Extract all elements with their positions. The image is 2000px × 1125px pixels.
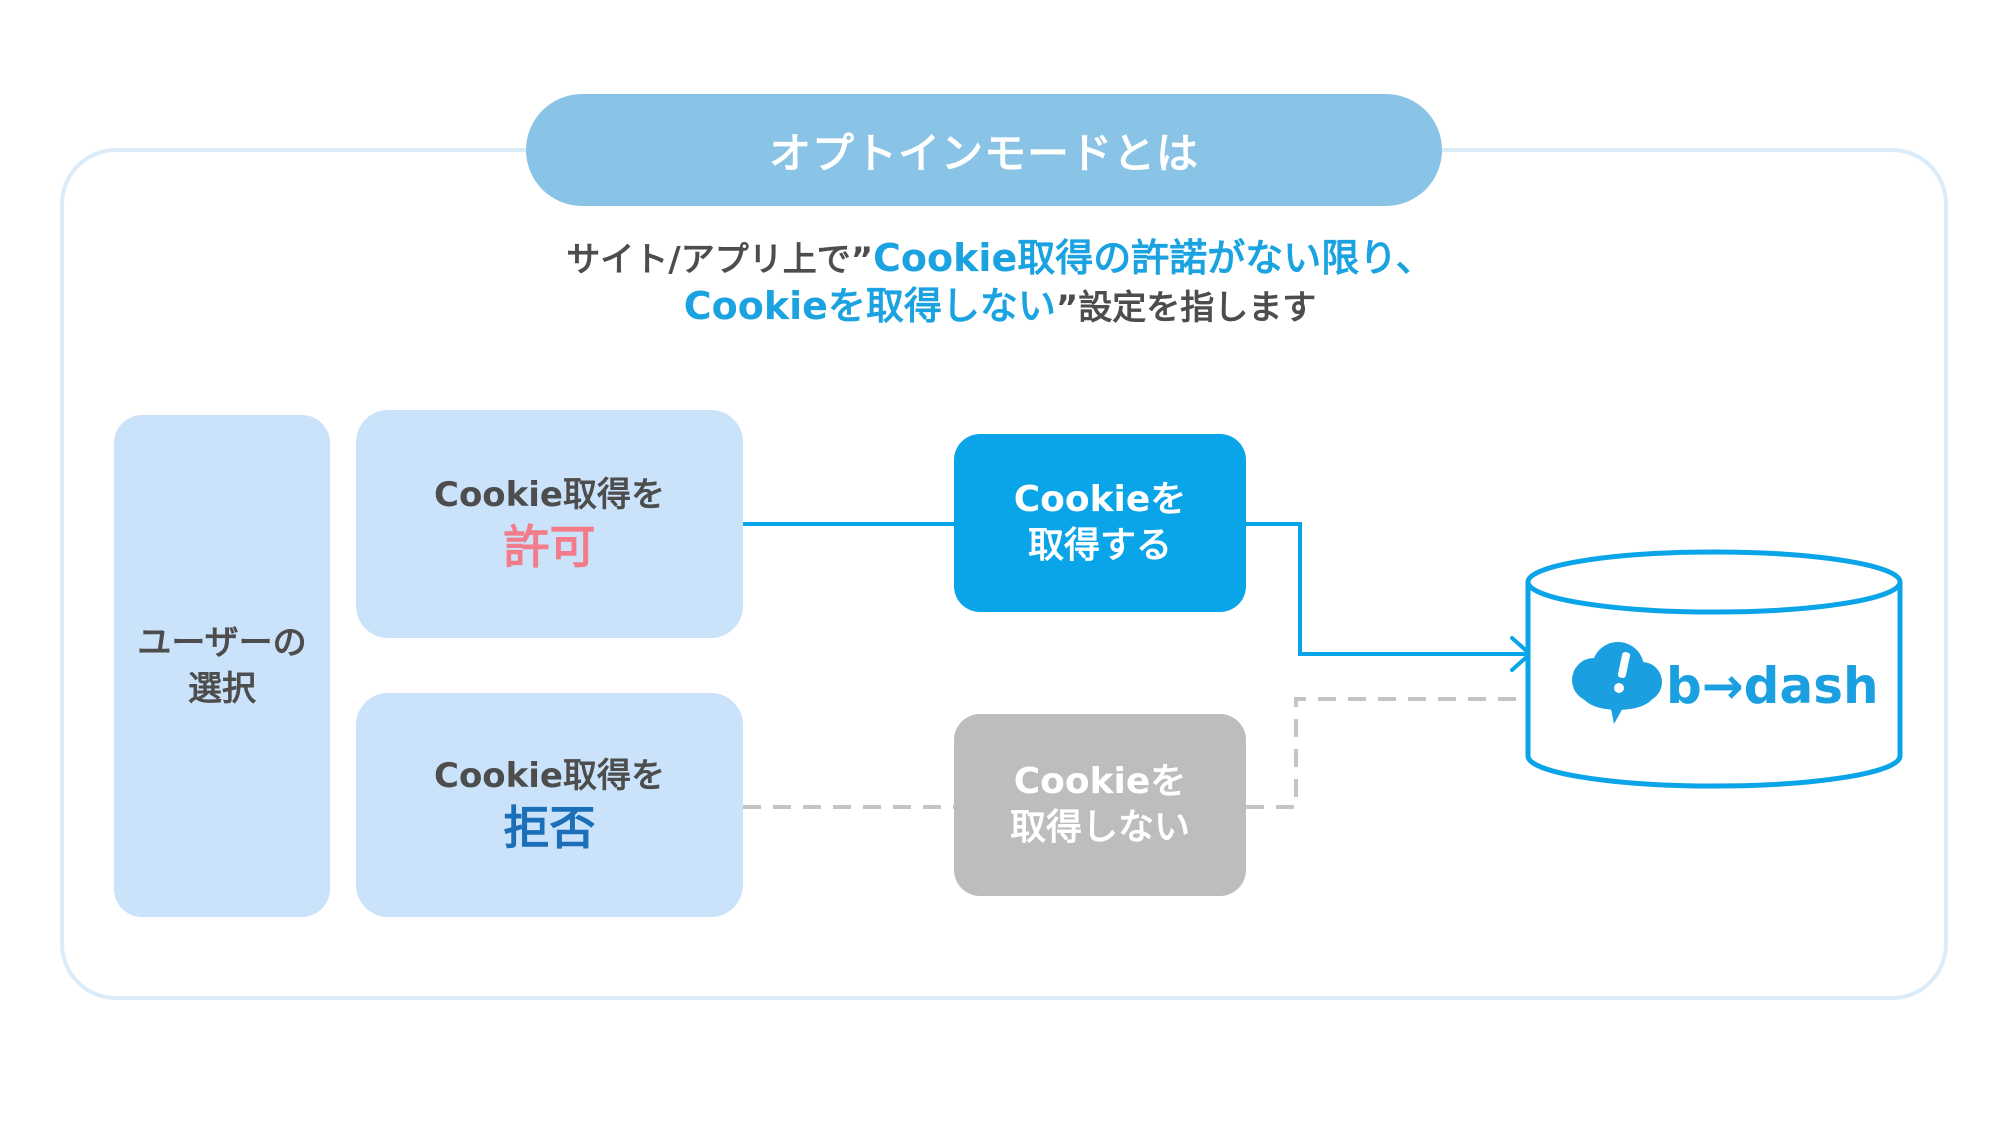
user-choice-column: ユーザーの 選択 (114, 415, 330, 917)
result-get-line-1: Cookieを (1013, 479, 1187, 520)
choice-deny-emphasis: 拒否 (503, 801, 596, 855)
subtitle-line-1: サイト/アプリ上で”Cookie取得の許諾がない限り、 (0, 234, 2000, 284)
result-get-box: Cookieを 取得する (954, 434, 1246, 612)
choice-deny-box: Cookie取得を 拒否 (356, 693, 743, 917)
database-cylinder (1525, 549, 1903, 789)
choice-allow-emphasis: 許可 (503, 520, 596, 574)
choice-allow-box: Cookie取得を 許可 (356, 410, 743, 638)
result-noget-line-2: 取得しない (1009, 807, 1190, 848)
connector-get-to-db (1246, 522, 1528, 656)
subtitle-highlight-1: Cookie取得の許諾がない限り、 (873, 236, 1434, 280)
brand-logo-text: b→dash (1666, 656, 1879, 716)
title-pill: オプトインモードとは (526, 94, 1442, 206)
result-noget-line-1: Cookieを (1013, 761, 1187, 802)
choice-allow-label: Cookie取得を (434, 475, 665, 515)
page-title: オプトインモードとは (768, 128, 1199, 178)
user-choice-line-2: 選択 (188, 669, 256, 709)
logo-wordmark: b→dash (1666, 657, 1879, 715)
choice-deny-label: Cookie取得を (434, 756, 665, 796)
result-noget-box: Cookieを 取得しない (954, 714, 1246, 896)
subtitle-suffix: ”設定を指します (1055, 288, 1317, 328)
subtitle-prefix: サイト/アプリ上で” (566, 240, 874, 280)
connector-noget-to-db (1246, 697, 1528, 809)
cloud-exclamation-icon (1572, 642, 1662, 724)
result-get-line-2: 取得する (1027, 525, 1172, 566)
subtitle-highlight-2: Cookieを取得しない (683, 284, 1056, 328)
user-choice-line-1: ユーザーの (137, 623, 307, 663)
subtitle-line-2: Cookieを取得しない”設定を指します (0, 282, 2000, 332)
